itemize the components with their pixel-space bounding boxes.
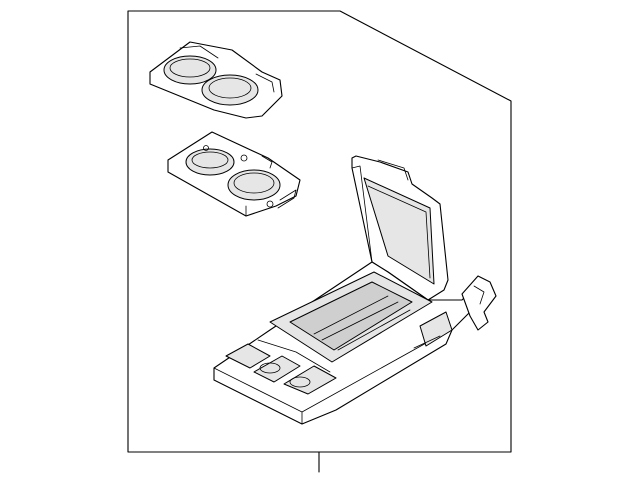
upper-cup-holder-insert	[149, 41, 283, 119]
diagram-frame	[127, 10, 512, 473]
console-base-tray	[213, 261, 497, 425]
lower-cup-holder-insert	[167, 131, 301, 217]
